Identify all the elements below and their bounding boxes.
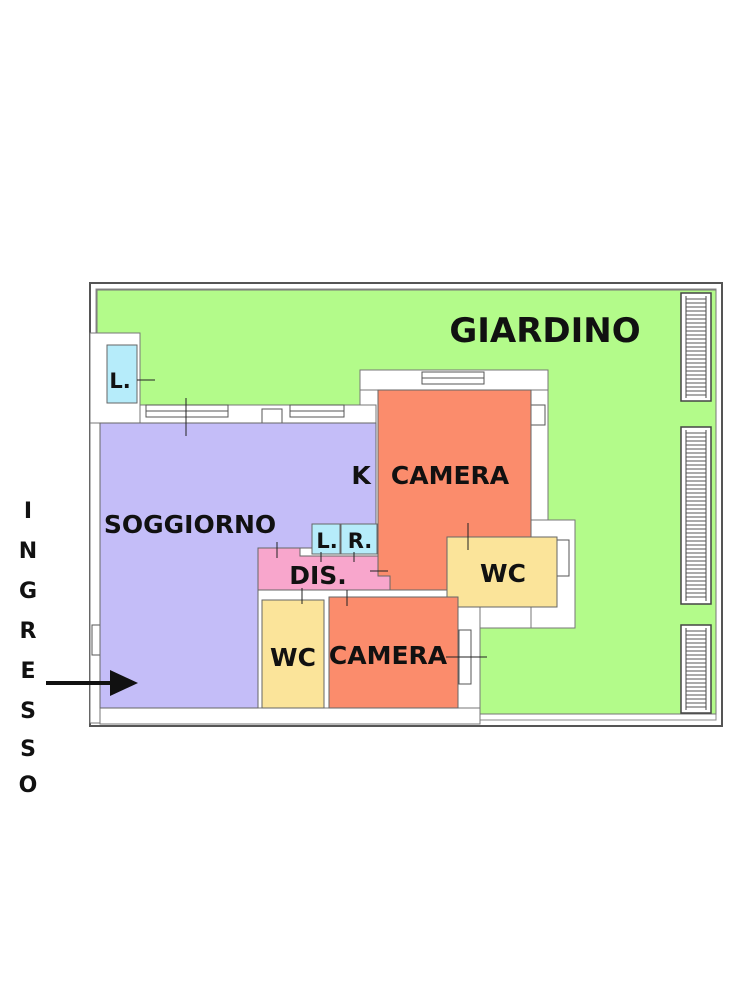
laundry-label: L.: [109, 369, 130, 393]
entrance-letter: O: [19, 773, 38, 798]
living-room-label: SOGGIORNO: [104, 510, 276, 539]
grille-middle: [680, 426, 712, 605]
entrance-letter: S: [20, 699, 36, 724]
bathroom-1: [446, 536, 558, 608]
entrance-label: I N G R E S S O: [19, 499, 38, 798]
grille-bottom: [680, 624, 712, 714]
bedroom-1-label: CAMERA: [391, 461, 510, 490]
arrow-right-icon: [46, 670, 138, 696]
garden-label: GIARDINO: [449, 311, 640, 351]
closet-r: [340, 523, 378, 555]
entrance-letter: N: [19, 539, 37, 564]
entrance-letter: I: [24, 499, 32, 524]
hallway-label: DIS.: [289, 561, 347, 590]
entrance-letter: E: [20, 659, 35, 684]
bathroom-1-label: WC: [480, 559, 526, 588]
grille-top: [680, 292, 712, 402]
laundry-room: [106, 344, 138, 404]
entrance-letter: R: [20, 619, 37, 644]
closet-r-label: R.: [348, 529, 373, 553]
entrance-letter: S: [20, 737, 36, 762]
bedroom-2-label: CAMERA: [329, 641, 448, 670]
closet-l-label: L.: [316, 529, 337, 553]
bathroom-2-label: WC: [270, 643, 316, 672]
entrance-letter: G: [19, 579, 37, 604]
closet-l: [311, 523, 341, 555]
bathroom-2: [261, 599, 325, 709]
bedroom-2: [328, 596, 459, 709]
kitchen-label: K: [351, 461, 372, 490]
